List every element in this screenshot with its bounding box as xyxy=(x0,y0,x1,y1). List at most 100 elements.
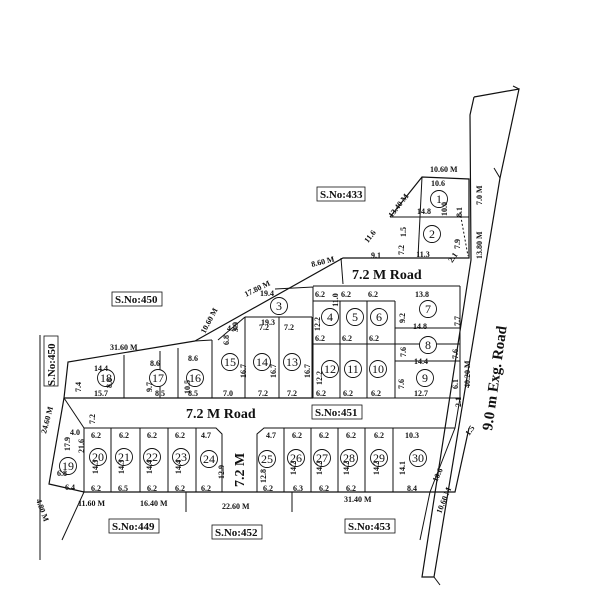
plot-dimension-label: 12.9 xyxy=(217,465,226,479)
plot-dimension-label: 8.1 xyxy=(455,207,464,217)
plot-27: 27 xyxy=(313,449,331,467)
survey-label-449: S.No:449 xyxy=(112,521,155,533)
plot-dimension-label: 8.6 xyxy=(150,359,160,368)
road-label-top: 7.2 M Road xyxy=(352,268,422,283)
plot-circle xyxy=(59,457,77,475)
dim-diag-13-40: 13.40 M xyxy=(386,192,410,220)
dim-diag-10-60: 10.60 M xyxy=(199,306,220,335)
plot-circle xyxy=(409,449,427,467)
plot-number: 2 xyxy=(429,227,435,241)
dim-right-7-0: 7.0 M xyxy=(475,185,484,205)
plot-dimension-label: 6.1 xyxy=(451,379,460,389)
plot-28: 28 xyxy=(340,449,358,467)
plot-18: 18 xyxy=(97,369,115,387)
plot-circle xyxy=(172,448,190,466)
plot-circle xyxy=(430,190,448,208)
road-label-existing: 9.0 m Exg. Road xyxy=(480,324,511,431)
plot-dimension-label: 14.8 xyxy=(417,207,431,216)
survey-label-453: S.No:453 xyxy=(348,521,391,533)
plot-dimension-label: 11.6 xyxy=(362,228,377,244)
plot-dimension-label: 14.2 xyxy=(342,461,351,475)
plot-1: 1 xyxy=(430,190,448,208)
survey-label-433: S.No:433 xyxy=(320,189,363,201)
plot-dimension-label: 8.4 xyxy=(407,484,417,493)
plan-linework xyxy=(39,85,520,586)
plot-circle xyxy=(287,449,305,467)
plot-circle xyxy=(369,360,387,378)
plot-dimension-label: 7.2 xyxy=(258,389,268,398)
plot-dimension-label: 6.2 xyxy=(91,484,101,493)
plot-circle xyxy=(344,360,362,378)
plot-dimension-label: 6.2 xyxy=(263,484,273,493)
plot-circle xyxy=(143,448,161,466)
plot-dimension-label: 6.2 xyxy=(341,290,351,299)
plot-dimension-label: 6.2 xyxy=(346,484,356,493)
plot-dimension-label: 7.2 xyxy=(259,323,269,332)
plot-dimension-label: 14.2 xyxy=(289,461,298,475)
plot-dimension-label: 1.5 xyxy=(463,424,476,437)
plot-17: 17 xyxy=(149,369,167,387)
plot-dimension-label: 6.2 xyxy=(147,431,157,440)
plot-24: 24 xyxy=(200,450,218,468)
plot-4: 4 xyxy=(321,308,339,326)
plot-circle xyxy=(321,360,339,378)
plot-dimension-label: 10.5 xyxy=(183,380,192,394)
road-label-vertical: 7.2 M xyxy=(233,453,248,487)
plot-number: 1 xyxy=(436,192,442,206)
plot-number: 8 xyxy=(425,338,431,352)
plot-30: 30 xyxy=(409,449,427,467)
plot-number: 28 xyxy=(343,451,355,465)
plot-dimension-label: 7.6 xyxy=(451,349,460,359)
plot-dimension-label: 4.7 xyxy=(201,431,211,440)
plot-circle xyxy=(89,448,107,466)
plot-dimension-label: 6.2 xyxy=(374,431,384,440)
plot-dimension-label: 7.4 xyxy=(74,382,83,392)
plot-dimension-label: 2.1 xyxy=(454,397,463,407)
plot-dimension-label: 6.8 xyxy=(222,335,231,345)
plot-number: 7 xyxy=(425,302,431,316)
plot-dimension-label: 13.8 xyxy=(415,290,429,299)
plot-circle xyxy=(283,353,301,371)
plot-number: 9 xyxy=(422,371,428,385)
plot-dimension-label: 16.7 xyxy=(239,364,248,378)
dim-right-10-60: 10.60 M xyxy=(435,485,454,514)
plot-circle xyxy=(253,353,271,371)
plot-12: 12 xyxy=(321,360,339,378)
plot-circle xyxy=(115,448,133,466)
plot-number: 5 xyxy=(352,310,358,324)
plot-number: 27 xyxy=(316,451,328,465)
plot-number: 10 xyxy=(372,362,384,376)
plot-dimension-label: 6.2 xyxy=(319,484,329,493)
plot-dimension-label: 3.9 xyxy=(231,322,240,332)
plot-22: 22 xyxy=(143,448,161,466)
plot-dimension-label: 9.7 xyxy=(145,382,154,392)
plot-dimension-label: 6.4 xyxy=(65,483,75,492)
plot-dimension-label: 17.9 xyxy=(63,437,72,451)
plot-dimension-label: 12.7 xyxy=(414,389,428,398)
plot-dimension-label: 6.2 xyxy=(371,389,381,398)
plot-number: 12 xyxy=(324,362,336,376)
plot-number: 17 xyxy=(152,371,164,385)
plot-dimension-label: 12.2 xyxy=(313,317,322,331)
plot-dimension-label: 19.4 xyxy=(260,289,274,298)
plot-dimension-label: 7.7 xyxy=(453,316,462,326)
plot-dimension-label: 6.2 xyxy=(343,389,353,398)
plot-13: 13 xyxy=(283,353,301,371)
plot-dimension-label: 7.2 xyxy=(88,414,97,424)
plot-dimension-label: 6.2 xyxy=(315,334,325,343)
plot-dimension-label: 6.2 xyxy=(175,431,185,440)
survey-label-451: S.No:451 xyxy=(315,407,357,419)
plot-dimension-label: 6.2 xyxy=(315,290,325,299)
plot-dimension-label: 14.4 xyxy=(94,364,108,373)
plot-dimension-label: 6.5 xyxy=(118,484,128,493)
plot-number: 30 xyxy=(412,451,424,465)
dim-top-31-60: 31.60 M xyxy=(110,343,138,352)
plot-dimension-label: 6.2 xyxy=(119,431,129,440)
dim-left-4-80: 4.80 M xyxy=(34,498,51,524)
dim-left-24-60: 24.60 M xyxy=(39,405,55,434)
plot-dimension-label: 7.0 xyxy=(223,389,233,398)
plot-5: 5 xyxy=(346,308,364,326)
plot-circle xyxy=(346,308,364,326)
